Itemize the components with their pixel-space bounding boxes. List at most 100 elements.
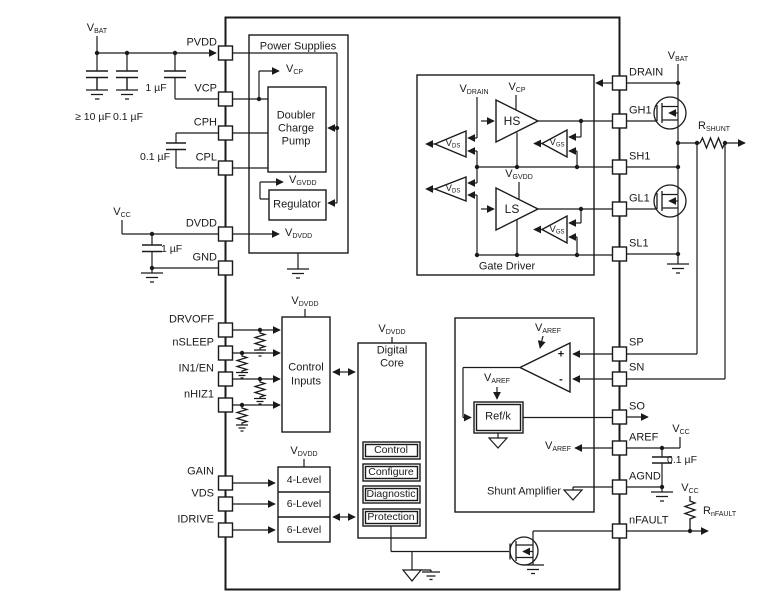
pin-pvdd bbox=[217, 45, 234, 61]
net-label-vgvdd-ps: VGVDD bbox=[289, 174, 317, 188]
pin-label-dvdd: DVDD bbox=[185, 217, 217, 230]
chip-outline bbox=[224, 16, 621, 591]
pin-nfault bbox=[611, 523, 628, 539]
high-side-mosfet bbox=[627, 83, 687, 143]
pin-label-pvdd: PVDD bbox=[186, 36, 217, 49]
pin-label-nfault: nFAULT bbox=[629, 514, 669, 527]
shunt-amplifier-box bbox=[454, 317, 595, 513]
net-label-varef-aref: VAREF bbox=[544, 440, 571, 454]
ground-cap-10uf bbox=[86, 89, 108, 100]
junction-dots bbox=[94, 50, 728, 534]
pulldown-resistor-nsleep bbox=[234, 353, 250, 373]
net-label-vds-top: VDS bbox=[445, 137, 461, 150]
pin-label-idrive: IDRIVE bbox=[177, 513, 214, 526]
gate-driver-wires bbox=[425, 79, 612, 256]
charge-pump-line1: Doubler bbox=[276, 109, 316, 122]
pin-label-sn: SN bbox=[629, 361, 645, 374]
pin-sh1 bbox=[611, 159, 628, 175]
pin-sp bbox=[611, 346, 628, 362]
digital-core-wires bbox=[232, 309, 509, 582]
pin-label-cph: CPH bbox=[193, 116, 217, 129]
pin-cpl bbox=[217, 160, 234, 176]
pin-aref bbox=[611, 440, 628, 456]
core-fn-protection: Protection bbox=[367, 510, 415, 523]
pin-label-vcp: VCP bbox=[194, 82, 217, 95]
level-6a-label: 6-Level bbox=[286, 497, 322, 510]
power-supplies-title: Power Supplies bbox=[259, 40, 337, 53]
cap-1uf-dvdd bbox=[142, 244, 162, 253]
low-side-mosfet bbox=[627, 184, 687, 254]
digital-core-line1: Digital bbox=[376, 344, 408, 357]
charge-pump-line3: Pump bbox=[281, 135, 311, 148]
net-label-vcp-ps: VCP bbox=[286, 63, 304, 77]
opamp-minus-sign: - bbox=[559, 373, 563, 386]
level-6b-label: 6-Level bbox=[286, 523, 322, 536]
ground-power-supplies bbox=[287, 268, 309, 279]
cap-value-1uf-dvdd: 1 µF bbox=[161, 242, 183, 255]
ground-dvdd bbox=[141, 272, 163, 283]
sp-sense-wire bbox=[627, 143, 698, 355]
pin-gl1 bbox=[611, 201, 628, 217]
net-label-varef-refk: VAREF bbox=[483, 372, 511, 386]
pin-gnd bbox=[217, 260, 234, 276]
pin-label-sl1: SL1 bbox=[629, 237, 649, 250]
pin-sn bbox=[611, 371, 628, 387]
control-inputs-line2: Inputs bbox=[291, 375, 321, 388]
pin-label-nhiz1: nHIZ1 bbox=[184, 388, 214, 401]
cap-value-10uf: ≥ 10 µF bbox=[75, 110, 111, 123]
control-input-wires bbox=[232, 326, 281, 432]
gate-driver-title: Gate Driver bbox=[478, 260, 536, 273]
net-label-varef-amp: VAREF bbox=[534, 322, 562, 336]
pin-label-gh1: GH1 bbox=[629, 104, 652, 117]
levels-dividers bbox=[278, 491, 330, 518]
opamp-plus-sign: + bbox=[557, 348, 565, 361]
core-fn-diagnostic: Diagnostic bbox=[366, 487, 416, 500]
cap-0p1uf-cph-cpl bbox=[166, 142, 186, 151]
pin-label-sh1: SH1 bbox=[629, 150, 651, 163]
charge-pump-box bbox=[267, 86, 327, 173]
control-inputs-box bbox=[281, 316, 331, 433]
triangles bbox=[433, 98, 571, 394]
pin-label-gl1: GL1 bbox=[629, 192, 650, 205]
pin-label-in1-en: IN1/EN bbox=[178, 362, 214, 375]
pin-drvoff bbox=[217, 322, 234, 338]
pulldown-resistor-nhiz1 bbox=[234, 405, 250, 425]
net-label-vcc-dvdd: VCC bbox=[113, 206, 131, 220]
hs-driver-triangle bbox=[495, 98, 540, 144]
cap-value-1uf-vcp: 1 µF bbox=[145, 81, 167, 94]
pin-idrive bbox=[217, 522, 234, 538]
pin-cph bbox=[217, 125, 234, 141]
gate-driver-box bbox=[416, 74, 595, 276]
refk-ground-triangle bbox=[487, 437, 509, 449]
net-label-vcc-aref: VCC bbox=[672, 423, 690, 437]
regulator-box bbox=[268, 189, 327, 221]
pin-label-sp: SP bbox=[629, 336, 644, 349]
pin-label-nsleep: nSLEEP bbox=[172, 336, 214, 349]
net-label-vds-bottom: VDS bbox=[445, 182, 461, 195]
pin-label-drvoff: DRVOFF bbox=[168, 313, 214, 326]
shunt-amplifier-title: Shunt Amplifier bbox=[487, 485, 561, 498]
pin-label-so: SO bbox=[629, 400, 645, 413]
pin-sl1 bbox=[611, 246, 628, 262]
pin-vcp bbox=[217, 91, 234, 107]
pin-label-aref: AREF bbox=[629, 431, 659, 444]
cap-value-0p1uf-cp: 0.1 µF bbox=[140, 150, 170, 163]
pin-squares bbox=[217, 45, 628, 539]
ls-driver-label: LS bbox=[504, 202, 520, 216]
ground-cap-0p1uf bbox=[116, 89, 138, 100]
pin-so bbox=[611, 409, 628, 425]
shunt-opamp-triangle bbox=[518, 341, 571, 394]
ground-sl1 bbox=[667, 263, 689, 274]
pin-nsleep bbox=[217, 345, 234, 361]
pin-label-gain: GAIN bbox=[187, 465, 214, 478]
nfault-pullup-resistor bbox=[683, 496, 697, 533]
pulldown-resistor-in1 bbox=[252, 379, 268, 399]
pin-agnd bbox=[611, 479, 628, 495]
net-label-vgs-bottom: VGS bbox=[549, 223, 565, 236]
external-left-wires bbox=[86, 36, 218, 283]
vgs-comparator-top bbox=[540, 128, 568, 159]
shunt-amplifier-wires bbox=[462, 335, 612, 501]
net-label-vgvdd-gd: VGVDD bbox=[505, 168, 533, 182]
